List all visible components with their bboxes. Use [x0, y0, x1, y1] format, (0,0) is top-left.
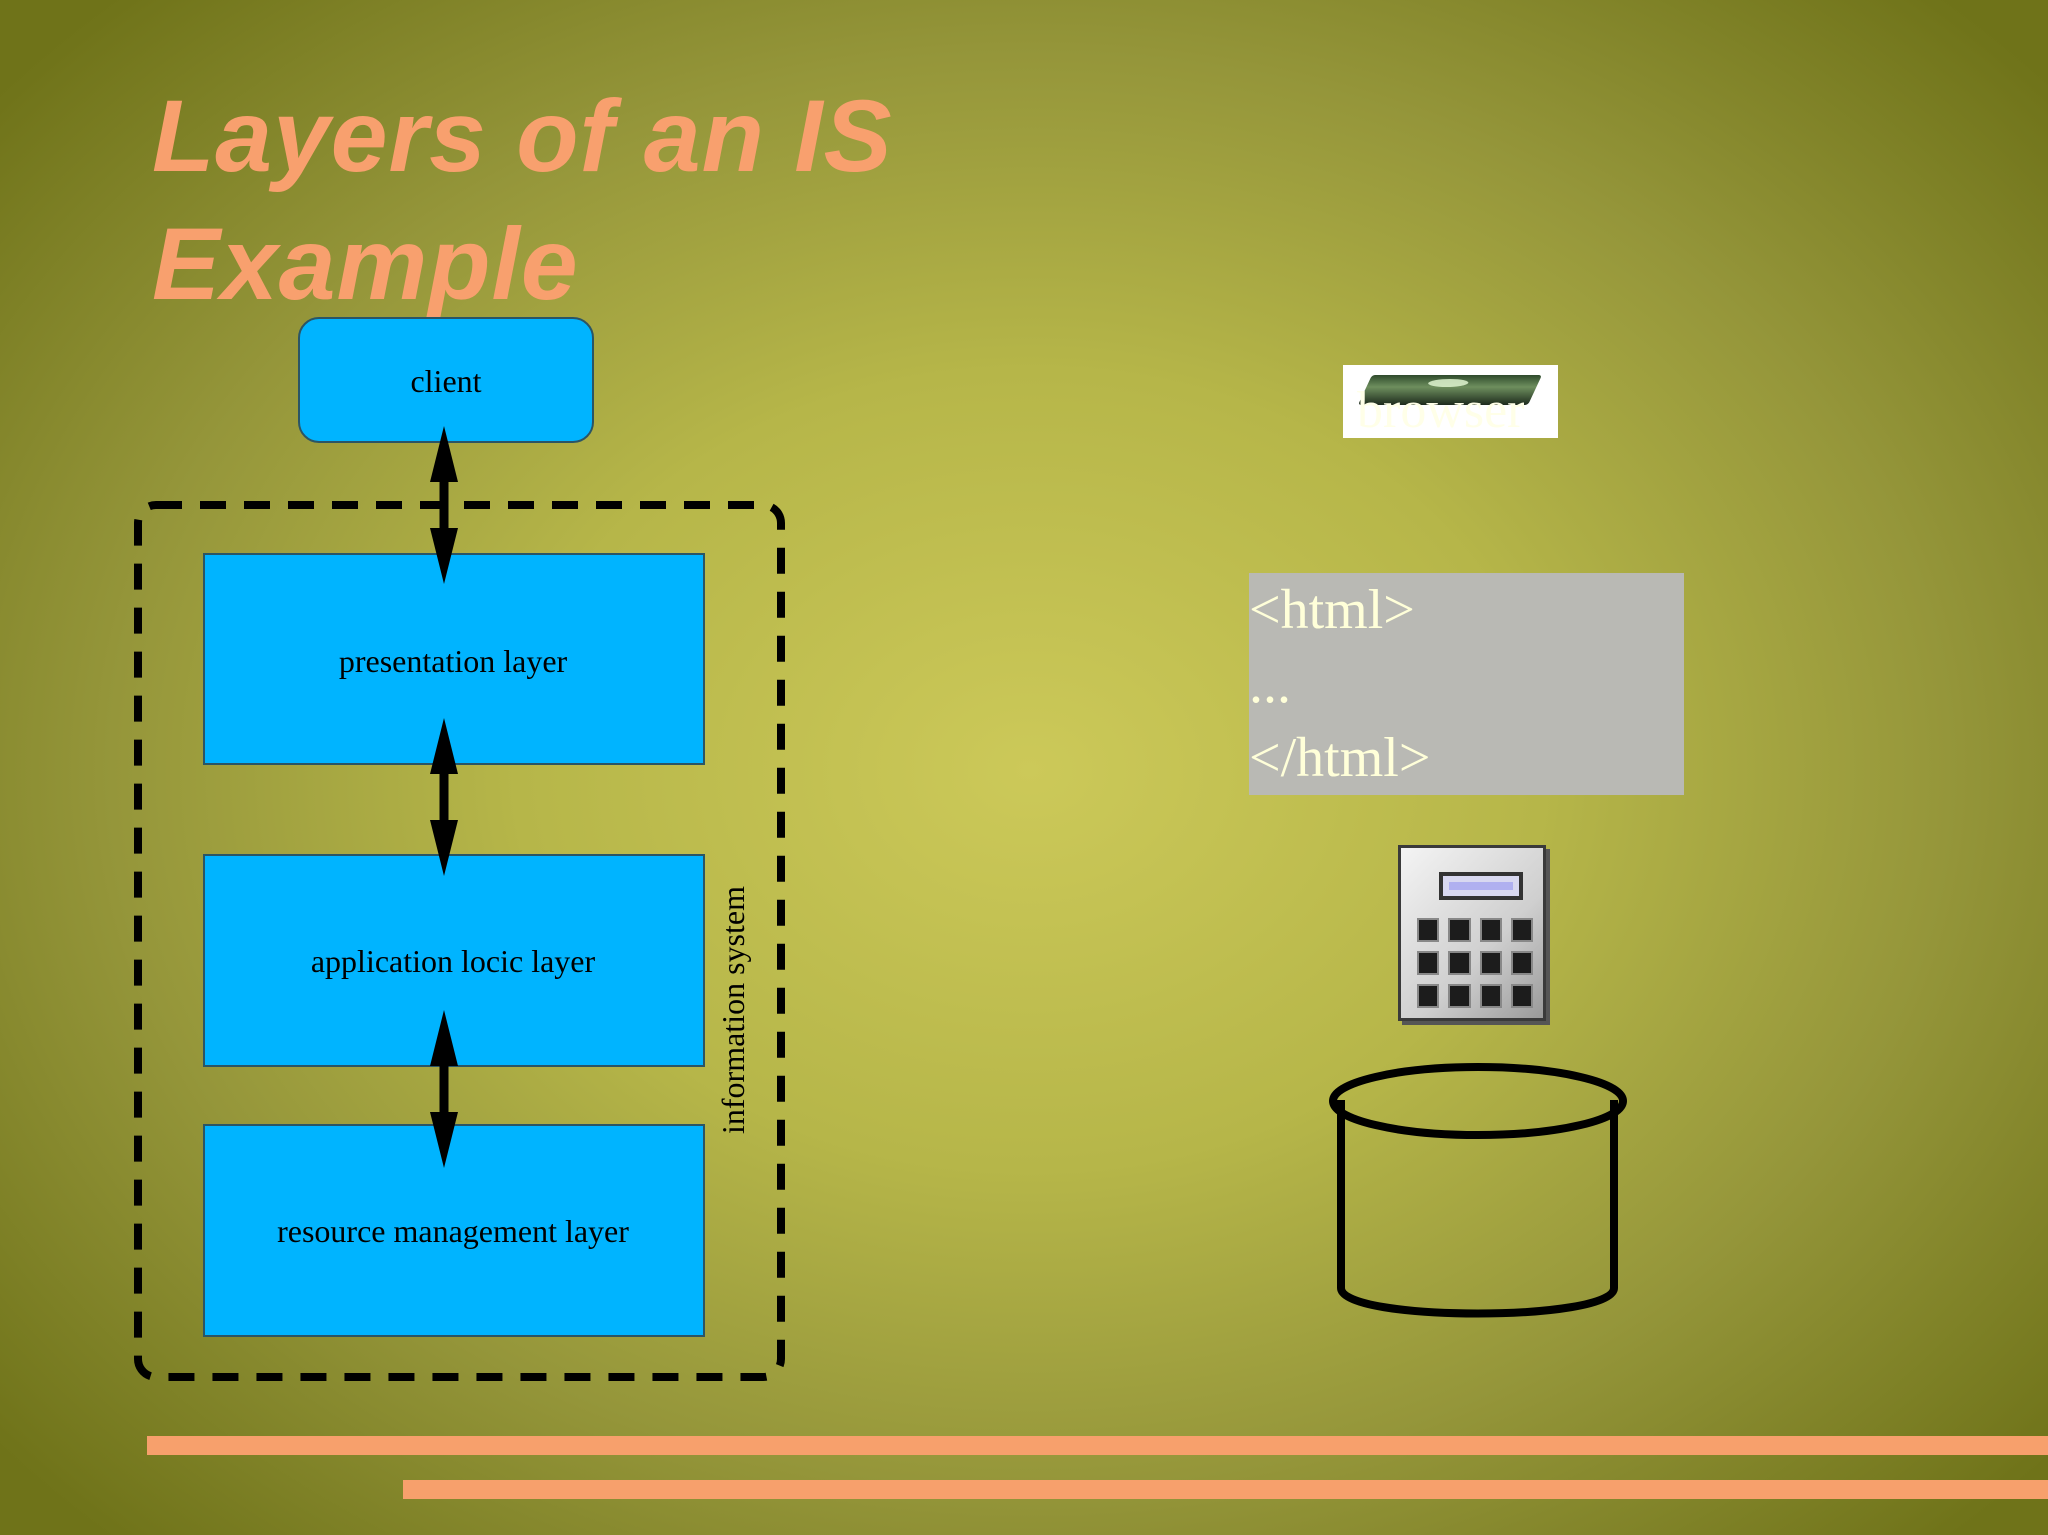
arrow-presentation-application	[430, 718, 458, 876]
html-code-box: <html> ... </html>	[1249, 573, 1684, 795]
slide-title-line-1: Layers of an IS	[152, 79, 893, 193]
information-system-boundary	[134, 501, 785, 1381]
client-box: client	[298, 317, 594, 443]
calculator-keys	[1417, 918, 1533, 1008]
html-line-open: <html>	[1249, 579, 1415, 641]
arrow-application-resource	[430, 1010, 458, 1168]
arrow-client-presentation	[430, 426, 458, 584]
slide-title-line-2: Example	[152, 207, 579, 321]
browser-icon: browser	[1343, 365, 1558, 438]
application-logic-layer-box: application locic layer	[203, 854, 705, 1067]
footer-stripe-top	[147, 1436, 2048, 1455]
calculator-screen	[1439, 872, 1523, 900]
browser-label: browser	[1357, 382, 1525, 438]
slide-title: Layers of an IS Example	[152, 72, 893, 328]
calculator-icon	[1398, 845, 1546, 1021]
client-label: client	[410, 363, 481, 399]
database-icon	[1329, 1063, 1627, 1318]
resource-management-layer-box: resource management layer	[203, 1124, 705, 1337]
html-line-ellipsis: ...	[1249, 653, 1291, 715]
html-line-close: </html>	[1249, 727, 1431, 789]
information-system-label: information system	[715, 886, 751, 1134]
resource-management-layer-label: resource management layer	[277, 1213, 629, 1249]
presentation-layer-label: presentation layer	[339, 643, 568, 679]
presentation-layer-box: presentation layer	[203, 553, 705, 765]
footer-stripe-bottom	[403, 1480, 2048, 1499]
application-logic-layer-label: application locic layer	[311, 943, 596, 979]
